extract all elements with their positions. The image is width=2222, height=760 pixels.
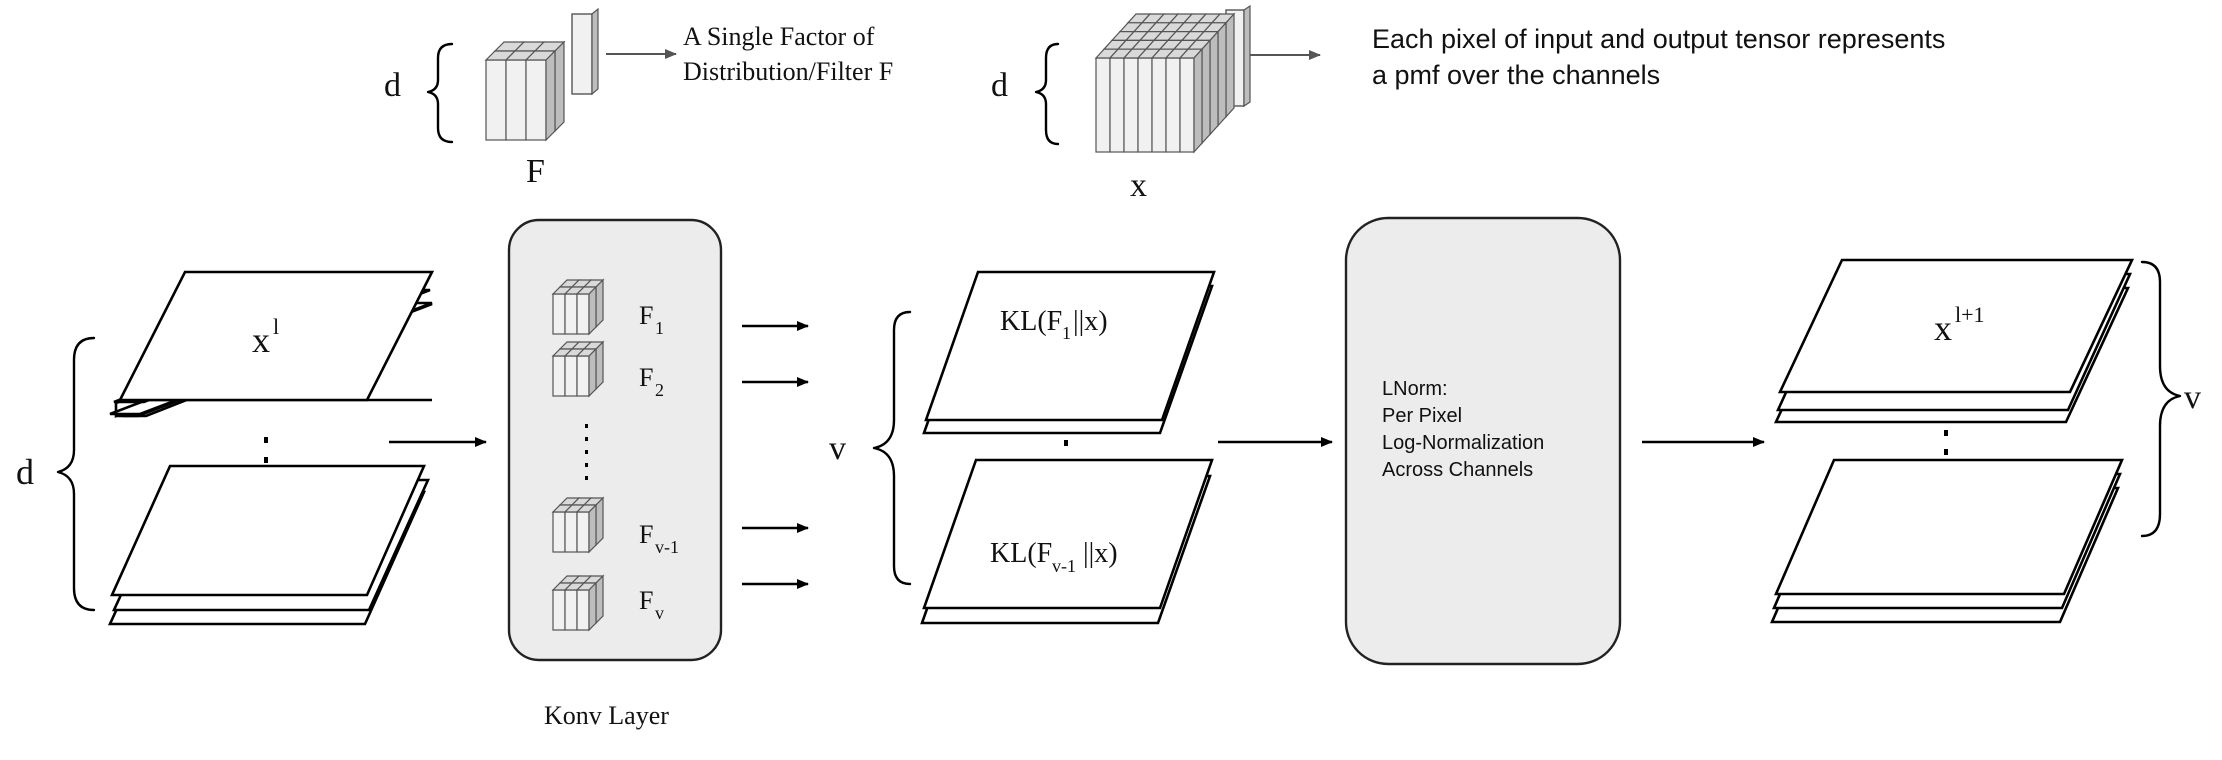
ellipsis-dot <box>585 463 588 467</box>
filter-label-v-sub: v <box>655 603 664 623</box>
filter-label-1-base: F <box>639 301 653 330</box>
kl-sheet-bottom <box>922 458 1214 610</box>
konv-layer-box <box>507 218 723 662</box>
kl-top-prefix: KL(F <box>1000 306 1062 337</box>
konv-filter-glyph <box>551 340 605 398</box>
kl-outputs: v KL(F 1 ||x) KL(F v-1 ||x) <box>829 270 1216 625</box>
output-brace <box>2140 260 2182 538</box>
filter-glyph <box>484 7 599 142</box>
legend-tensor: d x Each pixel of input and output tenso… <box>991 4 1945 204</box>
output-label-base: x <box>1934 308 1952 348</box>
ellipsis-dot <box>585 437 588 441</box>
kl-sheet-top <box>924 270 1216 422</box>
filter-label-1-sub: 1 <box>655 318 664 338</box>
output-tensor: x l+1 v <box>1770 258 2201 624</box>
legend-filter-description-line2: Distribution/Filter F <box>683 57 893 86</box>
tensor-glyph <box>1094 4 1251 154</box>
input-sheet-top <box>117 270 435 402</box>
konv-filter-glyph <box>551 574 605 632</box>
konv-filter-glyph <box>551 278 605 336</box>
filter-label-2-sub: 2 <box>655 380 664 400</box>
ellipsis-dot <box>1944 430 1948 436</box>
legend-filter-brace <box>426 42 454 144</box>
filter-block <box>484 40 566 142</box>
legend-tensor-description-line2: a pmf over the channels <box>1372 60 1660 90</box>
ellipsis-dot <box>585 424 588 428</box>
lnorm-line-2: Per Pixel <box>1382 405 1462 427</box>
legend-filter-dim-label: d <box>384 67 401 104</box>
kl-dim-label: v <box>829 430 846 467</box>
output-sheet-bottom-top <box>1774 458 2124 596</box>
input-tensor: d x l <box>16 270 435 626</box>
output-label-sup: l+1 <box>1955 302 1985 327</box>
filter-tall-column <box>571 13 593 95</box>
filter-label-v-1-sub: v-1 <box>655 537 679 557</box>
ellipsis-dot <box>1944 449 1948 455</box>
ellipsis-dot <box>585 476 588 480</box>
input-brace <box>56 336 96 612</box>
kl-bottom-prefix: KL(F <box>990 538 1052 569</box>
lnorm-box <box>1344 216 1622 666</box>
input-label-sup: l <box>273 314 279 339</box>
tensor-block <box>1094 12 1236 154</box>
input-label-base: x <box>252 320 270 360</box>
legend-tensor-brace <box>1034 42 1060 146</box>
filter-label-v-base: F <box>639 586 653 615</box>
legend-tensor-description-line1: Each pixel of input and output tensor re… <box>1372 24 1945 54</box>
legend-tensor-name: x <box>1130 167 1147 204</box>
lnorm-line-1: LNorm: <box>1382 378 1448 400</box>
kl-bottom-suffix: ||x) <box>1083 538 1118 569</box>
konv-layer-caption: Konv Layer <box>544 701 669 730</box>
legend-filter: d F A Single Factor of Distribution/Filt… <box>384 7 893 190</box>
ellipsis-dot <box>585 450 588 454</box>
ellipsis-dot <box>1064 440 1068 446</box>
lnorm-line-4: Across Channels <box>1382 459 1533 481</box>
output-sheet-top <box>1777 258 2135 394</box>
output-dim-label: v <box>2184 379 2201 416</box>
ellipsis-dot <box>264 437 268 443</box>
lnorm-block: LNorm: Per Pixel Log-Normalization Acros… <box>1344 216 1622 666</box>
legend-filter-description-line1: A Single Factor of <box>683 22 875 51</box>
filter-label-2-base: F <box>639 363 653 392</box>
kl-top-sub: 1 <box>1062 323 1071 343</box>
legend-filter-name: F <box>526 153 545 190</box>
ellipsis-dot <box>264 457 268 463</box>
kl-brace <box>872 310 912 586</box>
lnorm-line-3: Log-Normalization <box>1382 432 1544 454</box>
filter-label-v-1-base: F <box>639 520 653 549</box>
legend-tensor-dim-label: d <box>991 67 1008 104</box>
kl-bottom-sub: v-1 <box>1052 556 1076 576</box>
kl-top-suffix: ||x) <box>1073 306 1108 337</box>
input-dim-label: d <box>16 452 34 492</box>
input-sheet-bottom-top <box>109 464 426 597</box>
konv-layer: F 1 F 2 F v-1 F v Konv Layer <box>507 218 723 730</box>
konv-filter-glyph <box>551 496 605 554</box>
